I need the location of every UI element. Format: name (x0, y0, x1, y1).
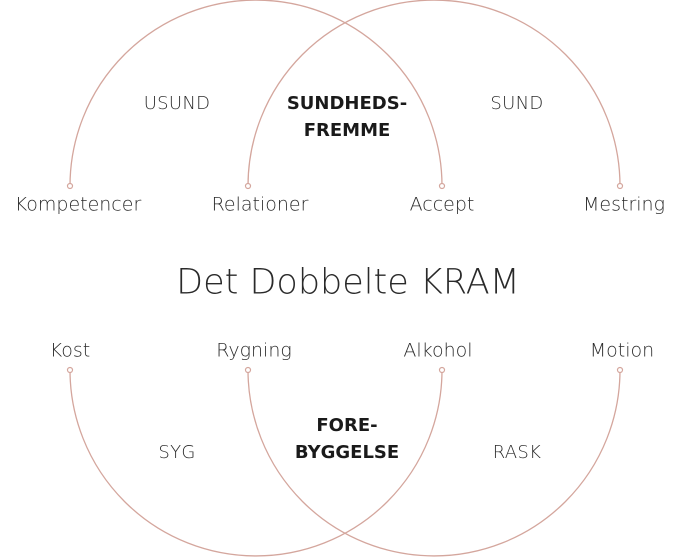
top-point-marker (616, 182, 624, 190)
bottom-right-arc (247, 369, 621, 557)
top-right-arc (247, 0, 621, 187)
top-point-label: Kompetencer (14, 193, 142, 216)
bottom-point-label: Kost (49, 339, 91, 362)
bottom-point-marker (244, 366, 252, 374)
bottom-left-arc (69, 369, 443, 557)
top-point-marker (244, 182, 252, 190)
top-point-label: Accept (409, 193, 475, 216)
top-zone-middle: SUNDHEDS- FREMME (287, 90, 407, 144)
top-zone-left: USUND (143, 93, 211, 114)
top-point-marker (66, 182, 74, 190)
bottom-point-label: Motion (589, 339, 655, 362)
top-zone-middle-line2: FREMME (303, 120, 391, 141)
top-point-label: Relationer (211, 193, 309, 216)
bottom-zone-middle-line2: BYGGELSE (294, 442, 400, 463)
top-left-arc (69, 0, 443, 187)
top-zone-right: SUND (490, 93, 544, 114)
bottom-point-marker (438, 366, 446, 374)
bottom-point-marker (616, 366, 624, 374)
bottom-point-marker (66, 366, 74, 374)
bottom-zone-middle-line1: FORE- (316, 415, 378, 436)
bottom-zone-right: RASK (492, 442, 542, 463)
top-point-marker (438, 182, 446, 190)
top-zone-middle-line1: SUNDHEDS- (286, 93, 408, 114)
page-title: Det Dobbelte KRAM (176, 262, 520, 303)
bottom-point-label: Rygning (216, 339, 292, 362)
bottom-point-label: Alkohol (403, 339, 473, 362)
top-point-label: Mestring (583, 193, 665, 216)
bottom-zone-middle: FORE- BYGGELSE (295, 412, 399, 466)
bottom-zone-left: SYG (158, 442, 196, 463)
